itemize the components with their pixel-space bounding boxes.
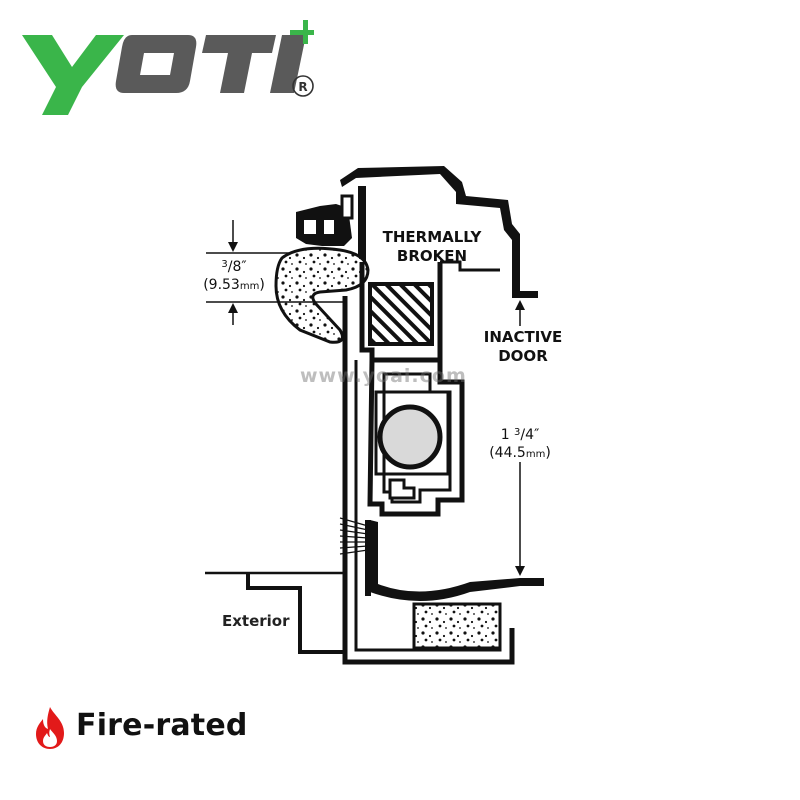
label-thermally-broken-line2: BROKEN	[396, 247, 468, 265]
logo-graphic: R	[22, 20, 314, 115]
bottom-foam-gasket	[412, 602, 502, 650]
watermark: www.yoai.com	[300, 365, 467, 387]
roller-ball	[377, 404, 443, 470]
dim-gap-frac-den: 8	[232, 259, 242, 275]
exterior-step-line	[246, 573, 345, 654]
dim-gap-inch-mark: ″	[241, 259, 247, 275]
registered-mark-text: R	[298, 80, 307, 94]
logo-letter-y	[22, 35, 124, 115]
door-lower-profile	[370, 520, 544, 601]
label-inactive-door-line2: DOOR	[498, 347, 548, 365]
label-thermally-broken: THERMALLY BROKEN	[380, 228, 484, 266]
seal-clip-slot-1	[304, 220, 316, 234]
brand-logo: R	[20, 15, 330, 125]
foam-bulb-seal	[274, 246, 370, 344]
dim-gap-metric: (9.53mm)	[196, 276, 272, 296]
dim-depth-whole: 1	[500, 427, 515, 443]
dim-gap-arrowhead-top	[228, 242, 238, 252]
dim-depth-imperial: 1 3/4″	[500, 427, 540, 443]
logo-plus-v	[303, 20, 308, 44]
fire-rated-label: Fire-rated	[76, 708, 248, 743]
dim-depth-metric-value: (44.5	[489, 445, 526, 461]
astragal-head	[340, 166, 538, 298]
thermal-break-block	[368, 282, 434, 346]
flame-icon	[36, 707, 64, 749]
dim-depth-metric-unit: mm	[525, 449, 546, 460]
frame-vertical-outer	[342, 296, 515, 665]
thermal-break-right	[440, 260, 500, 272]
thermal-break-frame	[359, 262, 443, 363]
label-inactive-door-line1: INACTIVE	[483, 328, 563, 346]
roller-housing	[374, 390, 450, 476]
dim-gap-arrowhead-bottom	[228, 303, 238, 313]
seal-top-slot	[340, 194, 354, 220]
latch-notch	[388, 478, 416, 500]
dim-depth-frac-num: 3	[514, 427, 521, 438]
door-body-profile	[367, 357, 465, 517]
dim-depth-label: 1 3/4″ (44.5mm)	[478, 424, 562, 464]
logo-letter-o	[115, 35, 197, 93]
label-exterior: Exterior	[222, 612, 290, 630]
dim-depth-frac-den: 4	[525, 427, 535, 443]
registered-mark-icon	[292, 75, 314, 97]
dim-gap-label: 3/8″ (9.53mm)	[196, 256, 272, 296]
seal-clip-slot-2	[324, 220, 334, 234]
dim-depth-metric-close: )	[545, 445, 551, 461]
dim-gap-metric-unit: mm	[239, 281, 260, 292]
dim-gap-metric-value: (9.53	[203, 277, 240, 293]
dim-gap-imperial: 3/8″	[221, 259, 247, 275]
brush-seal	[339, 517, 369, 555]
logo-letter-t	[202, 35, 276, 93]
dim-gap-frac-num: 3	[221, 259, 228, 270]
dim-depth-inch-mark: ″	[534, 427, 540, 443]
dim-depth-arrowhead-top	[515, 300, 525, 310]
dim-gap-metric-close: )	[259, 277, 265, 293]
logo-plus-h	[290, 30, 314, 35]
dim-depth-metric: (44.5mm)	[478, 444, 562, 464]
label-inactive-door: INACTIVE DOOR	[478, 328, 568, 366]
dim-depth-arrowhead-bottom	[515, 566, 525, 576]
label-thermally-broken-line1: THERMALLY	[382, 228, 482, 246]
